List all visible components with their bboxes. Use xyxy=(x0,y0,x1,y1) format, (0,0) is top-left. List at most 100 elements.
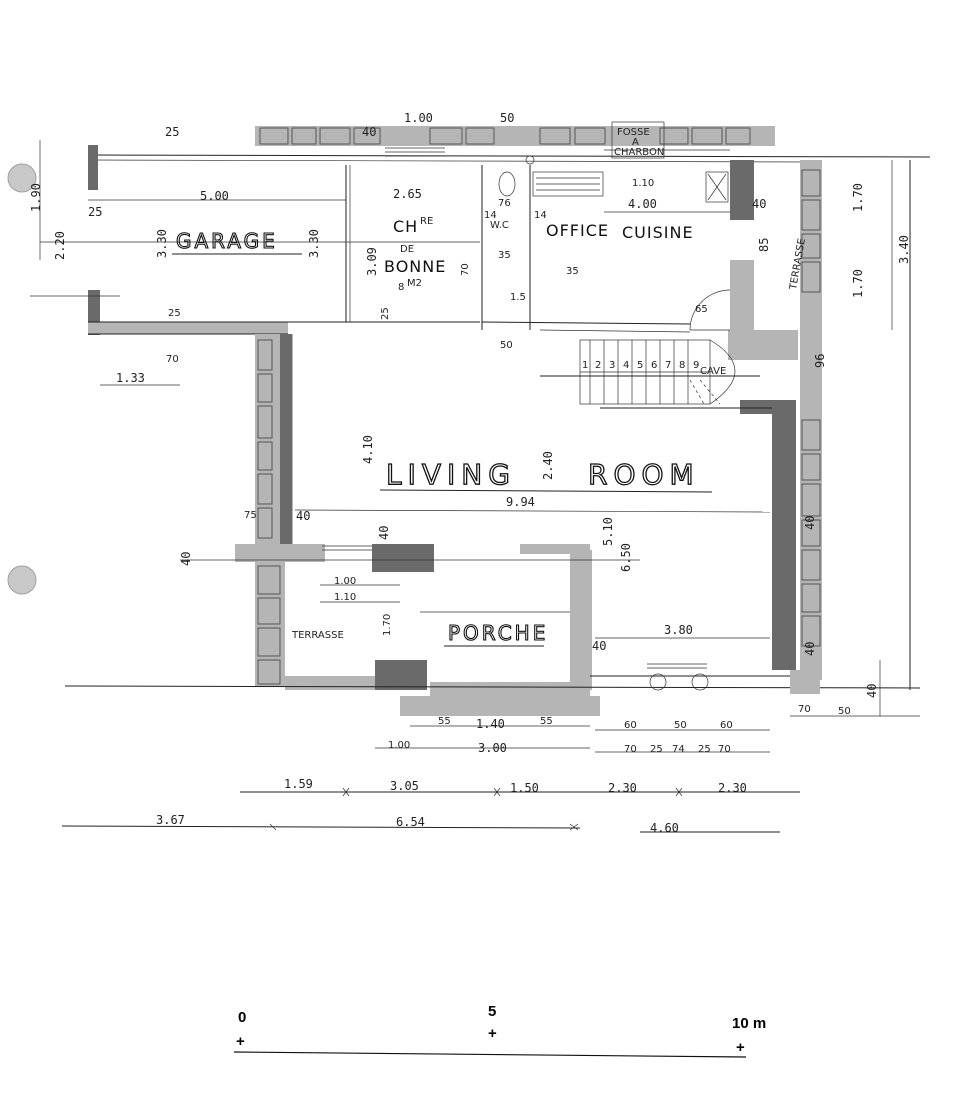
bottom-stone-wall-mid xyxy=(430,682,590,696)
dimension-label: 25 xyxy=(650,744,663,755)
stair-number: 6 xyxy=(651,360,657,371)
room-label: ROOM xyxy=(588,458,700,491)
dimension-label: 76 xyxy=(498,198,511,209)
dimension-label: 1.00 xyxy=(334,576,356,587)
stair-curve xyxy=(709,339,736,405)
dimension-label: 2.30 xyxy=(718,781,747,795)
dimension-label: 3.30 xyxy=(155,229,169,258)
dimension-label: 4.10 xyxy=(361,435,375,464)
dimension-label: 74 xyxy=(672,744,685,755)
radiator-left xyxy=(649,673,667,691)
stair-number: 7 xyxy=(665,360,671,371)
dimension-label: 1.70 xyxy=(382,614,393,636)
dimension-label: 1.70 xyxy=(851,183,865,212)
stair-number: 8 xyxy=(679,360,685,371)
garage-label: GARAGE xyxy=(176,229,278,253)
dimension-label: 1.00 xyxy=(388,740,410,751)
dimension-label: 40 xyxy=(296,509,310,523)
porche-label: PORCHE xyxy=(448,621,548,645)
terrasse-left-label: TERRASSE xyxy=(291,630,344,641)
scale-label-ten: 10 m xyxy=(732,1015,766,1032)
top-stones xyxy=(259,127,751,145)
chambre-label: CH xyxy=(393,217,418,236)
dimension-label: 70 xyxy=(460,263,471,276)
dimension-label: 3.80 xyxy=(664,623,693,637)
top-stone-wall xyxy=(255,126,775,146)
top-wall-line-inner xyxy=(91,159,821,163)
garage-left-wall-upper xyxy=(88,145,98,190)
chambre-label-bonne: BONNE xyxy=(384,257,446,276)
charbon-label: CHARBON xyxy=(614,147,664,158)
dimension-label: 50 xyxy=(674,720,687,731)
dimension-label: 6.50 xyxy=(619,543,633,572)
scale-label-zero: 0 xyxy=(238,1009,246,1026)
porche-pillar-right xyxy=(570,550,592,690)
kitchen-right-wall-lower xyxy=(730,260,754,330)
dimension-label: 25 xyxy=(168,308,181,319)
fixtures xyxy=(322,121,731,691)
scale-line xyxy=(233,1051,747,1058)
scale-tick-five: + xyxy=(488,1025,497,1042)
dimension-label: 85 xyxy=(757,238,771,252)
kitchen-right-wall-upper xyxy=(730,160,754,220)
porche-pillar-left xyxy=(375,660,427,690)
dimension-label: 75 xyxy=(244,510,257,521)
dimension-label: 40 xyxy=(592,639,606,653)
dimension-lines xyxy=(30,140,920,833)
dimension-label: 40 xyxy=(752,197,766,211)
stair-number: 4 xyxy=(623,360,629,371)
dimension-label: 50 xyxy=(500,111,514,125)
wc-label: W.C xyxy=(490,220,509,231)
top-wall-line xyxy=(91,154,931,158)
scale-bar: 0 5 10 m + + + xyxy=(233,1003,766,1058)
dimension-label: 3.40 xyxy=(897,235,911,264)
dimension-label: 96 xyxy=(813,354,827,368)
dimension-label: 9.94 xyxy=(506,495,535,509)
dimension-label: 2.65 xyxy=(393,187,422,201)
dimension-label: 1.70 xyxy=(851,269,865,298)
walls xyxy=(64,126,931,716)
dimension-texts: 1.00 50 25 40 1.90 25 5.00 2.20 3.30 3.3… xyxy=(29,111,911,835)
fosse-box xyxy=(611,121,665,159)
dimension-label: 55 xyxy=(540,716,553,727)
cave-bottom-wall xyxy=(740,400,796,414)
dimension-label: 70 xyxy=(798,704,811,715)
dimension-label: 5.10 xyxy=(601,517,615,546)
living-right-wall xyxy=(772,400,796,670)
dimension-label: 40 xyxy=(803,516,817,530)
dimension-label: 2.20 xyxy=(53,231,67,260)
living-bottom-wall-right xyxy=(520,544,590,554)
bottom-right-corner xyxy=(790,670,820,694)
living-window-bottom xyxy=(647,663,707,669)
stair-number: 5 xyxy=(637,360,643,371)
dimension-label: 40 xyxy=(377,526,391,540)
garage-bottom-wall xyxy=(88,322,288,334)
chambre-area-unit: M2 xyxy=(407,278,422,289)
dimension-label: 2.30 xyxy=(608,781,637,795)
dimension-label: 50 xyxy=(838,706,851,717)
stair-number: 3 xyxy=(609,360,615,371)
cave-wall xyxy=(728,330,798,360)
fosse-label: FOSSE xyxy=(617,127,650,138)
dimension-label: 70 xyxy=(166,354,179,365)
dimension-label: 3.30 xyxy=(307,229,321,258)
bottom-main-line xyxy=(64,685,921,689)
dimension-label: 1.59 xyxy=(284,777,313,791)
dimension-label: 1.40 xyxy=(476,717,505,731)
cuisine-label: CUISINE xyxy=(622,223,694,242)
dimension-label: 1.90 xyxy=(29,183,43,212)
kitchen-appliance xyxy=(705,171,729,203)
dimension-label: 14 xyxy=(484,210,497,221)
left-stones xyxy=(257,339,273,539)
stair-number: 1 xyxy=(582,360,588,371)
kitchen-counter xyxy=(532,171,604,197)
office-bottom-line-inner xyxy=(539,329,691,333)
living-window-left xyxy=(322,545,372,551)
dimension-label: 3.67 xyxy=(156,813,185,827)
dimension-label: 60 xyxy=(624,720,637,731)
sink xyxy=(525,155,535,165)
dimension-label: 40 xyxy=(362,125,376,139)
dimension-label: 1.50 xyxy=(510,781,539,795)
chambre-label-de: DE xyxy=(400,244,414,255)
